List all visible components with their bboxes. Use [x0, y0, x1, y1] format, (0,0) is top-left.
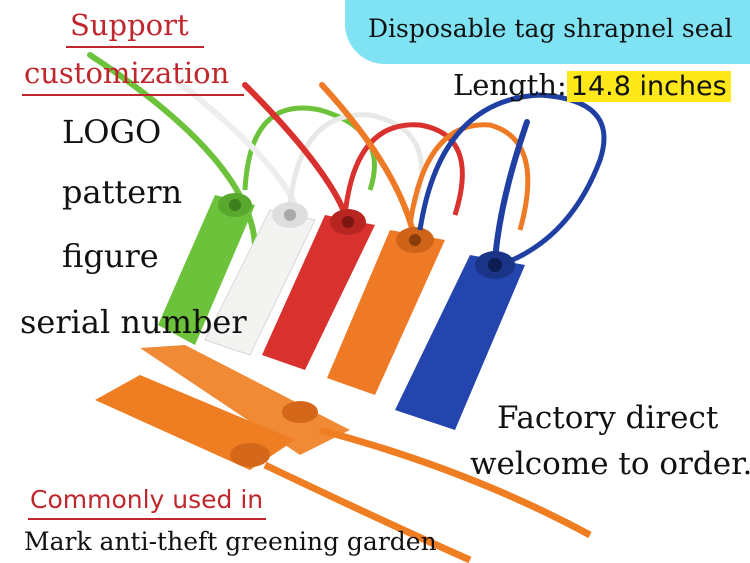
green-seal-tag — [87, 52, 377, 345]
option-pattern: pattern — [62, 173, 183, 211]
underline — [22, 94, 244, 96]
banner-title: Disposable tag shrapnel seal — [368, 14, 733, 43]
length-value: 14.8 inches — [566, 71, 731, 102]
length-info: Length:14.8 inches — [453, 68, 731, 102]
length-label: Length: — [453, 68, 567, 102]
option-logo: LOGO — [62, 113, 162, 151]
customization-heading-line1: Support — [70, 8, 189, 42]
orange-seal-tag — [319, 82, 531, 395]
factory-line1: Factory direct — [497, 400, 719, 436]
option-serial-number: serial number — [20, 303, 247, 341]
red-seal-tag — [242, 82, 465, 370]
usage-heading: Commonly used in — [30, 485, 264, 514]
factory-line2: welcome to order. — [470, 446, 750, 482]
underline — [28, 518, 266, 520]
usage-text: Mark anti-theft greening garden — [24, 527, 437, 556]
option-figure: figure — [62, 237, 159, 275]
title-banner — [345, 0, 750, 64]
customization-heading-line2: customization — [24, 56, 230, 90]
orange-seal-tag-large — [95, 345, 592, 563]
white-seal-tag — [175, 79, 425, 356]
blue-seal-tag — [395, 92, 607, 430]
underline — [66, 46, 204, 48]
